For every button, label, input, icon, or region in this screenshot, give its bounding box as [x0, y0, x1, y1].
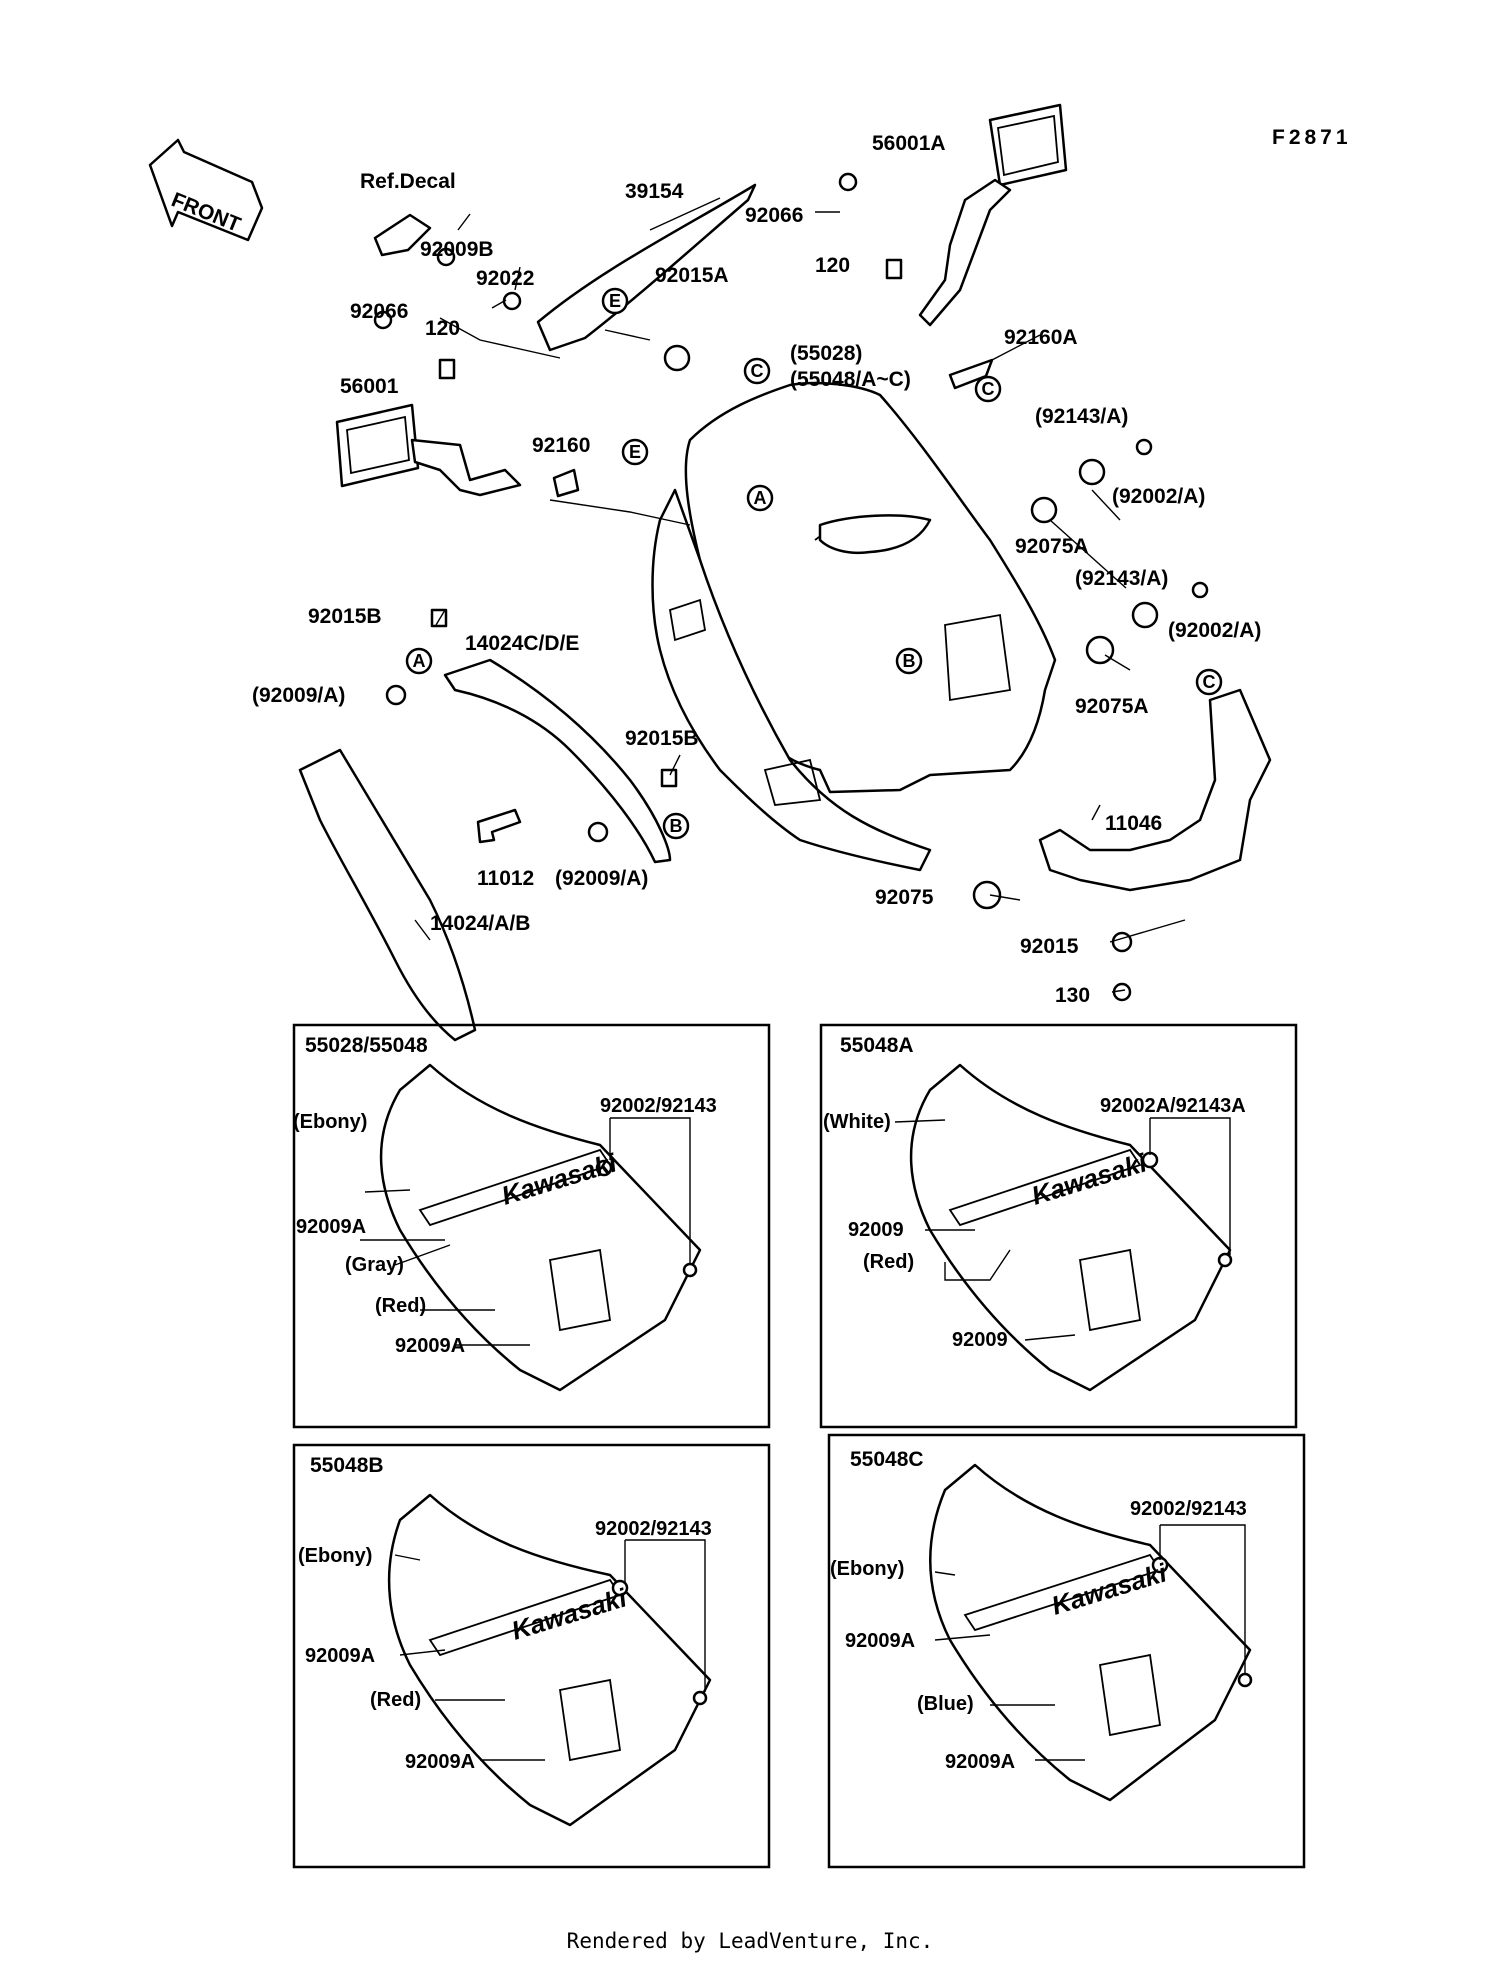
callout-130: 130	[1055, 984, 1090, 1007]
callout-92015: 92015	[1020, 935, 1079, 958]
callout-120-right: 120	[815, 254, 850, 277]
inset-2-title: 55048A	[840, 1034, 914, 1057]
callout-92015a: 92015A	[655, 264, 729, 287]
marker-b-1: B	[903, 651, 916, 671]
upper-cowl-shape	[651, 381, 1057, 872]
callout-92066-left: 92066	[350, 300, 408, 323]
inset-4-label-92002-92143: 92002/92143	[1130, 1498, 1247, 1520]
marker-a-2: A	[413, 651, 426, 671]
callout-14024c-d-e: 14024C/D/E	[465, 632, 579, 655]
stay-11046-shape	[1038, 688, 1272, 892]
callout-92009-a-center: (92009/A)	[555, 867, 648, 890]
lower-fairing-outer-shape	[298, 748, 477, 1042]
inset-2-label-92002a-92143a: 92002A/92143A	[1100, 1095, 1246, 1117]
marker-b-2: B	[670, 816, 683, 836]
inset-1-label-red: (Red)	[375, 1295, 426, 1317]
inset-1-title: 55028/55048	[305, 1034, 428, 1057]
callout-92009-a-left: (92009/A)	[252, 684, 345, 707]
inset-4-label-blue: (Blue)	[917, 1693, 974, 1715]
inset-2-label-92009-lower: 92009	[952, 1329, 1008, 1351]
callout-11012: 11012	[477, 867, 534, 890]
callout-92143-a-lower: (92143/A)	[1075, 567, 1168, 590]
inset-3-label-red: (Red)	[370, 1689, 421, 1711]
marker-e-1: E	[609, 291, 621, 311]
inset-2-label-white: (White)	[823, 1111, 891, 1133]
callout-ref-decal: Ref.Decal	[360, 170, 456, 193]
callout-55048-a-c: (55048/A~C)	[790, 368, 911, 391]
callout-92160a: 92160A	[1004, 326, 1078, 349]
inset-55048c: 55048C Kawasaki 92002/92143 (Ebony) 9200…	[827, 1433, 1306, 1869]
mirror-left-shape	[335, 403, 522, 497]
callout-120-left: 120	[425, 317, 460, 340]
callout-56001: 56001	[340, 375, 399, 398]
inset-1-label-92002-92143: 92002/92143	[600, 1095, 717, 1117]
inset-4-label-ebony: (Ebony)	[830, 1558, 904, 1580]
callout-11046: 11046	[1105, 812, 1162, 835]
inset-2-label-red: (Red)	[863, 1251, 914, 1273]
callout-92160: 92160	[532, 434, 590, 457]
callout-92075: 92075	[875, 886, 934, 909]
marker-a-1: A	[754, 488, 767, 508]
callout-labels: Ref.Decal 39154 56001A 92066 92009B 9202…	[252, 132, 1261, 1007]
inset-1-label-gray: (Gray)	[345, 1254, 404, 1276]
callout-55028: (55028)	[790, 342, 862, 365]
callout-92066-right: 92066	[745, 204, 803, 227]
callout-56001a: 56001A	[872, 132, 946, 155]
callout-92009b: 92009B	[420, 238, 494, 261]
inset-3-title: 55048B	[310, 1454, 384, 1477]
footer-credit: Rendered by LeadVenture, Inc.	[567, 1929, 934, 1953]
lower-fairing-inner-shape	[443, 658, 672, 864]
inset-2-label-92009: 92009	[848, 1219, 904, 1241]
circle-markers: C E C E A A B C B	[405, 287, 1223, 840]
marker-e-2: E	[629, 442, 641, 462]
front-arrow: FRONT	[148, 138, 264, 242]
inset-55048b: 55048B Kawasaki 92002/92143 (Ebony) 9200…	[292, 1443, 771, 1869]
callout-92075a-lower: 92075A	[1075, 695, 1149, 718]
inset-1-label-ebony: (Ebony)	[293, 1111, 367, 1133]
callout-92015b-right: 92015B	[625, 727, 699, 750]
callout-14024-a-b: 14024/A/B	[430, 912, 530, 935]
inset-3-label-92009a-lower: 92009A	[405, 1751, 475, 1773]
diagram-reference-code: F2871	[1272, 126, 1352, 149]
marker-c-1: C	[751, 361, 764, 381]
callout-92002-a-upper: (92002/A)	[1112, 485, 1205, 508]
marker-c-2: C	[982, 379, 995, 399]
inset-4-title: 55048C	[850, 1448, 924, 1471]
callout-92022: 92022	[476, 267, 534, 290]
inset-1-label-92009a-lower: 92009A	[395, 1335, 465, 1357]
leader-lines	[414, 197, 1186, 993]
callout-92143-a-upper: (92143/A)	[1035, 405, 1128, 428]
inset-55028-55048: 55028/55048 Kawasaki 92002/92143 (Ebony)…	[292, 1023, 771, 1429]
callout-92015b-left: 92015B	[308, 605, 382, 628]
callout-92002-a-lower: (92002/A)	[1168, 619, 1261, 642]
inset-3-label-92009a: 92009A	[305, 1645, 375, 1667]
inset-1-label-92009a: 92009A	[296, 1216, 366, 1238]
bracket-11012-shape	[476, 808, 522, 844]
inset-55048a: 55048A Kawasaki 92002A/92143A (White) 92…	[819, 1023, 1298, 1429]
inset-3-label-ebony: (Ebony)	[298, 1545, 372, 1567]
inset-4-label-92009a-lower: 92009A	[945, 1751, 1015, 1773]
decal-shape	[373, 213, 432, 257]
marker-c-3: C	[1203, 672, 1216, 692]
inset-4-label-92009a: 92009A	[845, 1630, 915, 1652]
mirror-right-shape	[918, 103, 1068, 327]
callout-39154: 39154	[625, 180, 684, 203]
callout-92075a-upper: 92075A	[1015, 535, 1089, 558]
fasteners	[373, 172, 1209, 1002]
inset-3-label-92002-92143: 92002/92143	[595, 1518, 712, 1540]
